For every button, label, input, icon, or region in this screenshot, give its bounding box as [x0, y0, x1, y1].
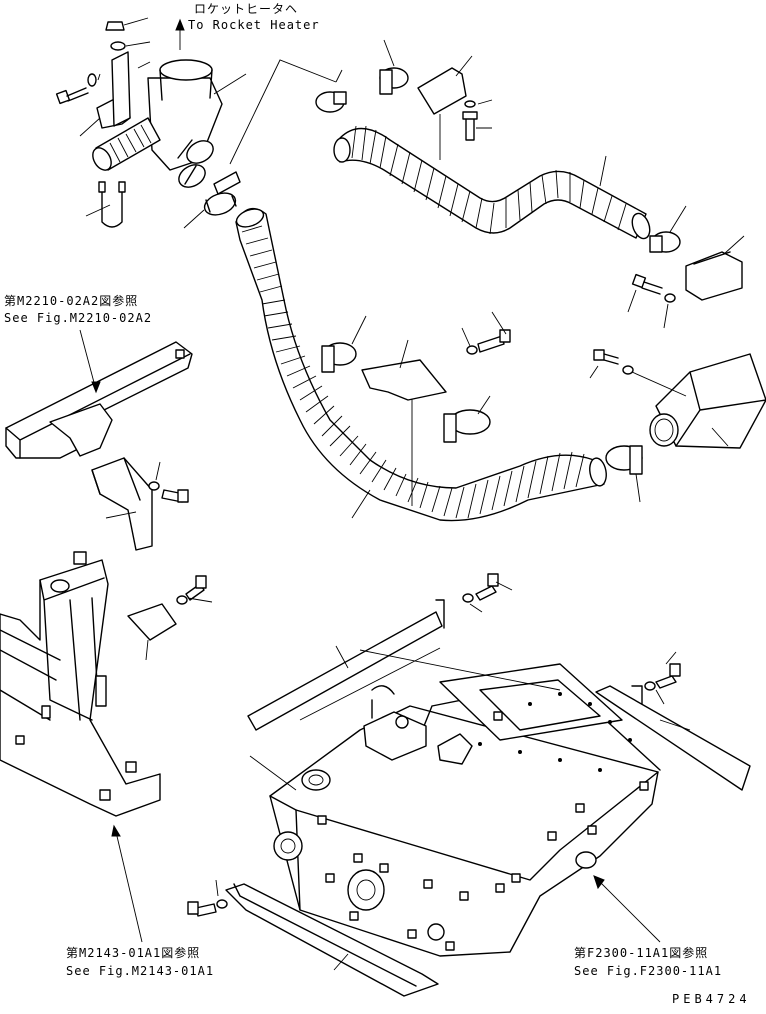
- main-flex-duct: [235, 207, 607, 522]
- upper-clamps-and-bracket: [379, 39, 745, 329]
- reference-1-jp: 第M2210-02A2図参照: [4, 294, 139, 308]
- middle-clamps-and-bracket: [321, 311, 643, 503]
- lower-left-frame: [0, 551, 213, 943]
- heater-duct-junction: [55, 17, 247, 228]
- heater-label-jp: ロケットヒータヘ: [194, 2, 299, 16]
- drawing-code: PEB4724: [672, 992, 751, 1006]
- fuel-tank: [249, 647, 661, 957]
- upper-flex-duct: [333, 125, 651, 240]
- reference-1-en: See Fig.M2210-02A2: [4, 311, 153, 325]
- reference-2-jp: 第M2143-01A1図参照: [66, 946, 201, 960]
- reference-2-en: See Fig.M2143-01A1: [66, 964, 215, 978]
- reference-3-en: See Fig.F2300-11A1: [574, 964, 723, 978]
- left-frame-support: [5, 329, 193, 551]
- elbow-and-clamp: [183, 59, 347, 229]
- duct-outlet-box: [589, 349, 766, 449]
- angle-brackets: [187, 573, 751, 997]
- heater-label-en: To Rocket Heater: [188, 18, 320, 32]
- reference-3-jp: 第F2300-11A1図参照: [574, 946, 709, 960]
